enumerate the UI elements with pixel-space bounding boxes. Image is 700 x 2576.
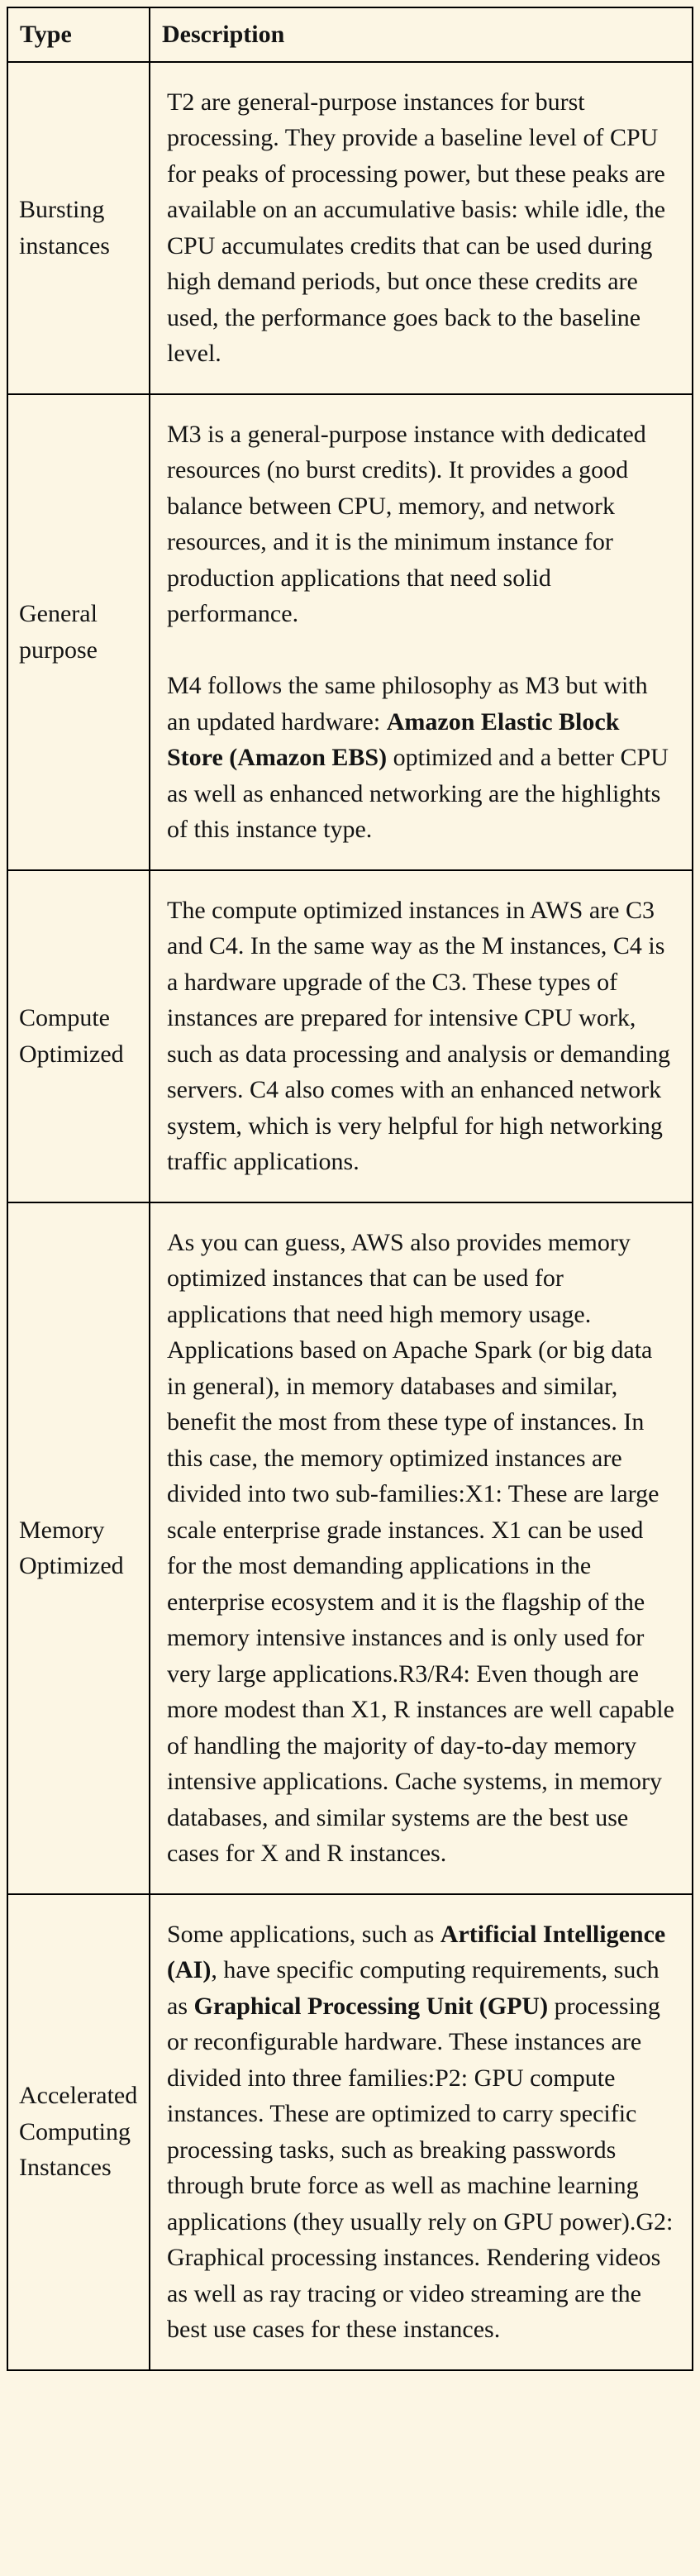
body-text: optimized and a better CPU as well as en…: [167, 744, 669, 843]
body-text: , have specific computing requirements, …: [167, 1956, 660, 2020]
type-cell-memory-optimized: Memory Optimized: [7, 1201, 150, 1895]
description-cell-general-purpose: M3 is a general-purpose instance with de…: [149, 393, 693, 871]
description-cell-compute-optimized: The compute optimized instances in AWS a…: [149, 869, 693, 1203]
description-paragraph: Some applications, such as Artificial In…: [167, 1917, 677, 2348]
header-cell-description: Description: [149, 7, 693, 63]
bold-text: Amazon Elastic Block Store (Amazon EBS): [167, 707, 620, 772]
body-text: T2 are general-purpose instances for bur…: [167, 88, 666, 368]
document-page: Type Description Bursting instances T2 a…: [7, 7, 693, 2371]
type-cell-bursting-instances: Bursting instances: [7, 60, 150, 395]
type-cell-general-purpose: General purpose: [7, 393, 150, 871]
table-header: Type Description: [7, 7, 693, 63]
description-paragraph: As you can guess, AWS also provides memo…: [167, 1225, 677, 1872]
bold-text: Graphical Processing Unit (GPU): [193, 1992, 549, 2020]
description-cell-memory-optimized: As you can guess, AWS also provides memo…: [149, 1201, 693, 1895]
header-cell-type: Type: [7, 7, 150, 63]
description-paragraph: M3 is a general-purpose instance with de…: [167, 417, 677, 632]
description-cell-accelerated-computing: Some applications, such as Artificial In…: [149, 1893, 693, 2371]
table-row-general-purpose: General purpose M3 is a general-purpose …: [7, 393, 693, 871]
body-text: The compute optimized instances in AWS a…: [167, 896, 671, 1176]
instance-types-table: Type Description Bursting instances T2 a…: [7, 7, 693, 2371]
description-paragraph: T2 are general-purpose instances for bur…: [167, 84, 677, 372]
table-row-accelerated-computing: Accelerated Computing Instances Some app…: [7, 1893, 693, 2371]
body-text: M4 follows the same philosophy as M3 but…: [167, 672, 648, 736]
description-paragraph: The compute optimized instances in AWS a…: [167, 893, 677, 1180]
type-cell-compute-optimized: Compute Optimized: [7, 869, 150, 1203]
body-text: Some applications, such as: [167, 1920, 440, 1948]
bold-text: Artificial Intelligence (AI): [167, 1920, 666, 1984]
header-row: Type Description: [7, 7, 693, 63]
table-row-bursting-instances: Bursting instances T2 are general-purpos…: [7, 60, 693, 395]
description-cell-bursting-instances: T2 are general-purpose instances for bur…: [149, 60, 693, 395]
table-body: Bursting instances T2 are general-purpos…: [7, 60, 693, 2371]
body-text: processing or reconfigurable hardware. T…: [167, 1992, 674, 2344]
type-cell-accelerated-computing: Accelerated Computing Instances: [7, 1893, 150, 2371]
body-text: M3 is a general-purpose instance with de…: [167, 420, 646, 628]
table-row-memory-optimized: Memory Optimized As you can guess, AWS a…: [7, 1201, 693, 1895]
table-row-compute-optimized: Compute Optimized The compute optimized …: [7, 869, 693, 1203]
description-paragraph: M4 follows the same philosophy as M3 but…: [167, 668, 677, 848]
body-text: As you can guess, AWS also provides memo…: [167, 1228, 674, 1868]
